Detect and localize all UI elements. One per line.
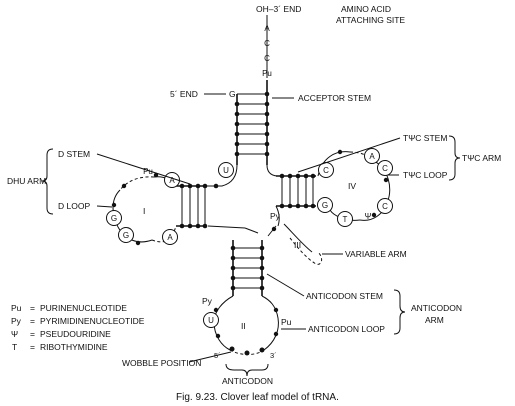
terminal-base-c2: C (264, 54, 270, 63)
anticodon-stem-label: ANTICODON STEM (306, 291, 383, 301)
anticodon-loop-pu-base: Pu (281, 317, 292, 327)
g-base-label: G (229, 89, 236, 99)
oh-three-end-label: OH–3´ END (256, 4, 301, 14)
three-prime-terminal: OH–3´ END A C C Pu AMINO ACID ATTACHING … (256, 4, 405, 78)
variable-arm: Py III VARIABLE ARM (267, 205, 407, 265)
legend-text-t: RIBOTHYMIDINE (40, 342, 108, 352)
tpsic-stem-label: TΨC STEM (403, 133, 447, 143)
tpsic-loop-c-base-1: C (323, 166, 329, 175)
anticodon-label: ANTICODON (222, 376, 273, 386)
terminal-base-pu: Pu (262, 69, 272, 78)
variable-loop-numeral: III (294, 240, 301, 250)
tpsic-loop-numeral: IV (348, 181, 356, 191)
central-junction: U (205, 162, 297, 234)
legend-eq-py: = (30, 316, 35, 326)
tpsic-loop-label: TΨC LOOP (403, 170, 448, 180)
d-loop-a-base-bottom: A (167, 233, 173, 242)
legend-text-psi: PSEUDOURIDINE (40, 329, 111, 339)
d-loop-numeral: I (143, 206, 145, 216)
tpsic-loop-t-base: T (343, 215, 348, 224)
legend-eq-psi: = (30, 329, 35, 339)
d-loop-pu-base: Pu (143, 167, 153, 176)
d-loop-g-base-2: G (123, 231, 129, 240)
anticodon-loop-label: ANTICODON LOOP (308, 324, 385, 334)
legend-abbr-py: Py (11, 316, 22, 326)
d-stem-label: D STEM (58, 149, 90, 159)
tpsic-loop-c-base-3: C (382, 202, 388, 211)
tpsic-loop-a-base: A (369, 152, 375, 161)
amino-acid-label-1: AMINO ACID (341, 4, 391, 14)
tpsic-arm: C A C C T G Ψ IV TΨC STEM TΨC LOOP TΨC A… (276, 133, 501, 227)
anticodon-three-prime: 3´ (270, 351, 277, 360)
tpsic-loop-psi-base: Ψ (365, 212, 372, 221)
d-loop-a-base-top: A (169, 176, 175, 185)
legend-eq-pu: = (30, 303, 35, 313)
tpsic-loop-g-base: G (322, 201, 328, 210)
acceptor-stem-label: ACCEPTOR STEM (298, 93, 371, 103)
d-loop-label: D LOOP (58, 201, 90, 211)
legend-abbr-psi: Ψ (11, 329, 18, 339)
anticodon-arm: Py U Pu II 5´ 3´ ANTICODON WOBBLE POSITI… (122, 240, 462, 386)
legend-text-py: PYRIMIDINENUCLEOTIDE (40, 316, 145, 326)
legend-abbr-t: T (12, 342, 17, 352)
legend-abbr-pu: Pu (11, 303, 22, 313)
terminal-base-c1: C (264, 39, 270, 48)
wobble-position-label: WOBBLE POSITION (122, 358, 201, 368)
d-loop-g-base-1: G (111, 214, 117, 223)
five-end-label: 5´ END (170, 89, 198, 99)
legend: Pu = PURINENUCLEOTIDE Py = PYRIMIDINENUC… (11, 303, 145, 352)
anticodon-arm-label-1: ANTICODON (411, 303, 462, 313)
tpsic-arm-label: TΨC ARM (462, 153, 501, 163)
anticodon-arm-label-2: ARM (425, 315, 444, 325)
terminal-base-a: A (264, 24, 270, 33)
figure-caption: Fig. 9.23. Clover leaf model of tRNA. (176, 392, 339, 403)
variable-arm-label: VARIABLE ARM (345, 249, 407, 259)
anticodon-loop-u-base: U (208, 316, 214, 325)
anticodon-loop-numeral: II (241, 321, 246, 331)
variable-py-base: Py (270, 211, 281, 221)
acceptor-stem: 5´ END G ACCEPTOR STEM (170, 80, 371, 165)
amino-acid-label-2: ATTACHING SITE (336, 15, 405, 25)
anticodon-loop-py-base: Py (202, 296, 213, 306)
legend-text-pu: PURINENUCLEOTIDE (40, 303, 127, 313)
junction-u-base: U (223, 166, 229, 175)
legend-eq-t: = (30, 342, 35, 352)
tpsic-loop-c-base-2: C (382, 164, 388, 173)
d-arm: Pu A G G A I D STEM D LOOP DHU ARM (7, 148, 208, 246)
dhu-arm-label: DHU ARM (7, 176, 46, 186)
